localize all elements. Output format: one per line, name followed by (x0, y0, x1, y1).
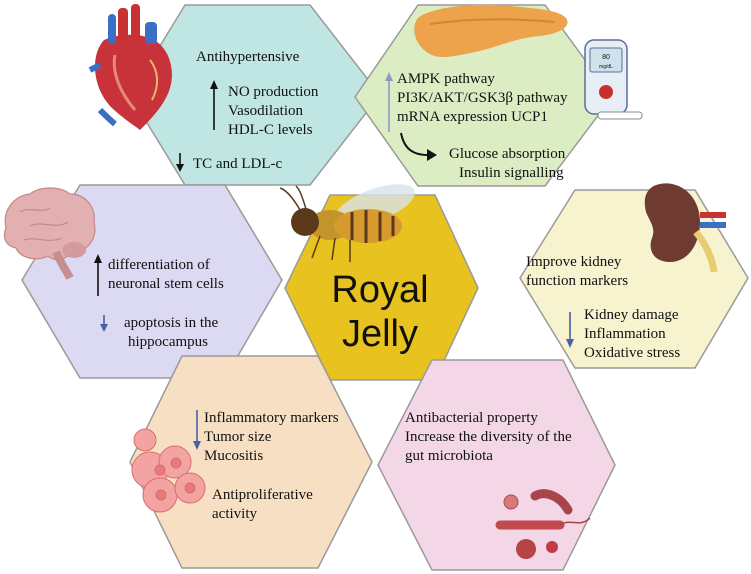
cancer-down-item-1: Inflammatory markers (204, 410, 339, 426)
cancer-down-item-3: Mucositis (204, 448, 264, 464)
cardio-down-item-1: TC and LDL-c (193, 156, 283, 172)
renal-down-item-2: Inflammation (584, 326, 666, 342)
cardio-down-arrow (176, 153, 184, 172)
center-title-line2: Jelly (341, 313, 419, 355)
gut-item-1: Antibacterial property (405, 410, 538, 426)
renal-down-item-3: Oxidative stress (584, 345, 681, 361)
cancer-extra-item-2: activity (212, 506, 257, 522)
bee-icon (279, 184, 415, 262)
cardio-title: Antihypertensive (196, 49, 300, 65)
bacteria-icon (495, 489, 591, 559)
glucose-meter-icon: 80 mg/dL (584, 39, 643, 120)
metabolic-up-item-1: AMPK pathway (397, 71, 495, 87)
center-title-line1: Royal (331, 269, 429, 311)
cancer-extra-item-1: Antiproliferative (212, 487, 313, 503)
metabolic-up-arrow (385, 72, 393, 132)
renal-down-item-1: Kidney damage (584, 307, 679, 323)
neuro-down-arrow (100, 315, 108, 332)
cardio-up-item-2: Vasodilation (228, 103, 303, 119)
renal-lead-item-1: Improve kidney (526, 254, 622, 270)
gut-hexagon (377, 359, 616, 571)
meter-unit: mg/dL (599, 64, 613, 70)
renal-down-arrow (566, 312, 574, 348)
cardio-up-item-1: NO production (228, 84, 319, 100)
metabolic-up-item-2: PI3K/AKT/GSK3β pathway (397, 90, 568, 106)
brain-icon (3, 187, 96, 280)
cancer-down-item-2: Tumor size (204, 429, 272, 445)
renal-lead-item-2: function markers (526, 273, 629, 289)
cancer-cells-icon (131, 428, 206, 513)
gut-item-2: Increase the diversity of the (405, 429, 572, 445)
cancer-down-arrow (193, 410, 201, 450)
neuro-up-item-2: neuronal stem cells (108, 276, 224, 292)
metabolic-hexagon (354, 4, 613, 187)
cancer-hexagon (129, 355, 373, 569)
neuro-down-item-2: hippocampus (128, 334, 208, 350)
pancreas-icon (414, 4, 568, 58)
neuro-up-arrow (94, 254, 102, 296)
neuro-down-item-1: apoptosis in the (124, 315, 219, 331)
metabolic-lead-item-1: Glucose absorption (449, 146, 566, 162)
neuro-up-item-1: differentiation of (108, 257, 210, 273)
center-title: Royal Jelly (285, 268, 475, 356)
cardio-up-item-3: HDL-C levels (228, 122, 313, 138)
metabolic-lead-item-2: Insulin signalling (459, 165, 564, 181)
gut-item-3: gut microbiota (405, 448, 493, 464)
metabolic-lead-arrow (400, 132, 437, 161)
meter-reading: 80 (602, 54, 610, 61)
cardio-up-arrow (210, 80, 218, 130)
heart-icon (88, 4, 172, 130)
metabolic-up-item-3: mRNA expression UCP1 (397, 109, 548, 125)
kidney-icon (644, 183, 726, 273)
